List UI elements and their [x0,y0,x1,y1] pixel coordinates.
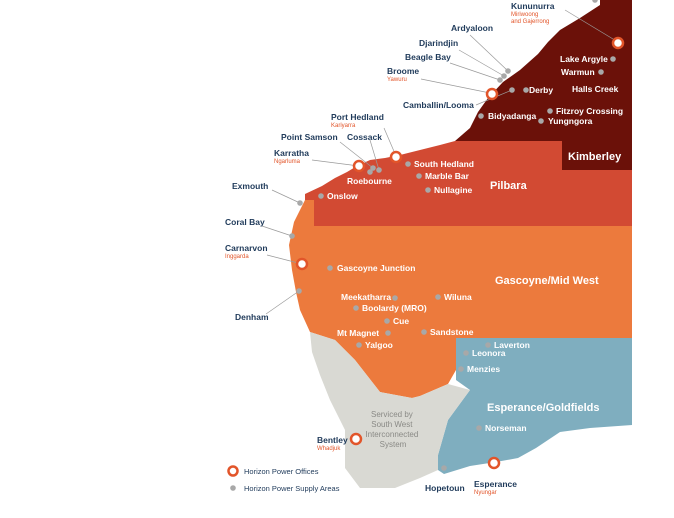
area-south-hedland: South Hedland [414,159,474,169]
area-cossack: Cossack [347,132,382,142]
office-esperance: Esperance [474,479,517,489]
area-marble-bar: Marble Bar [425,171,470,181]
area-coral-bay: Coral Bay [225,217,265,227]
region-name-southwest: Serviced by South West Interconnected Sy… [365,410,420,449]
area-ardyaloon: Ardyaloon [451,23,493,33]
area-mt-magnet: Mt Magnet [337,328,379,338]
office-karratha: Karratha [274,148,309,158]
region-name-kimberley: Kimberley [568,151,622,163]
region-esperance-shape [438,338,632,474]
office-broome: Broome [387,66,419,76]
region-kimberley-shape [455,0,632,170]
area-hopetoun: Hopetoun [425,483,465,493]
legend-office-icon [227,465,239,477]
supply-area-dots [289,0,616,471]
office-bentley-sub: Whadjuk [317,446,341,452]
region-name-pilbara: Pilbara [490,180,528,192]
southwest-line-2: South West [371,420,413,429]
office-carnarvon-sub: Inggarda [225,254,249,260]
area-fitzroy-crossing: Fitzroy Crossing [556,106,623,116]
area-halls-creek: Halls Creek [572,84,619,94]
area-leonora: Leonora [472,348,506,358]
office-port-hedland-sub: Kariyarra [331,123,356,129]
office-esperance-sub: Nyungar [474,490,497,496]
office-bentley: Bentley [317,435,348,445]
area-point-samson: Point Samson [281,132,338,142]
legend: Horizon Power Offices Horizon Power Supp… [227,465,340,493]
region-name-esperance: Esperance/Goldfields [487,402,599,414]
area-onslow: Onslow [327,191,358,201]
area-boolardy: Boolardy (MRO) [362,303,427,313]
southwest-line-1: Serviced by [371,410,413,419]
area-norseman: Norseman [485,423,527,433]
area-derby: Derby [529,85,553,95]
area-beagle-bay: Beagle Bay [405,52,451,62]
southwest-line-4: System [380,440,407,449]
area-meekatharra: Meekatharra [341,292,391,302]
office-karratha-sub: Ngarluma [274,159,301,165]
area-yungngora: Yungngora [548,116,593,126]
office-kununurra-sub-2: and Gajerrong [511,19,549,25]
area-laverton: Laverton [494,340,530,350]
area-sandstone: Sandstone [430,327,474,337]
region-southwest-shape [310,332,470,488]
area-menzies: Menzies [467,364,500,374]
office-markers [295,36,625,470]
area-gascoyne-junction: Gascoyne Junction [337,263,415,273]
office-kununurra-sub-1: Miriwoong [511,12,538,18]
area-lake-argyle: Lake Argyle [560,54,608,64]
area-cue: Cue [393,316,409,326]
legend-areas-label: Horizon Power Supply Areas [244,484,340,493]
legend-area-icon [230,485,236,491]
office-port-hedland: Port Hedland [331,112,384,122]
area-bidyadanga: Bidyadanga [488,111,536,121]
area-nullagine: Nullagine [434,185,473,195]
area-exmouth: Exmouth [232,181,268,191]
area-yalgoo: Yalgoo [365,340,393,350]
region-gascoyne-shape [289,200,632,398]
region-name-gascoyne: Gascoyne/Mid West [495,275,599,287]
area-wiluna: Wiluna [444,292,472,302]
area-denham: Denham [235,312,269,322]
office-kununurra: Kununurra [511,1,555,11]
area-camballin-looma: Camballin/Looma [403,100,474,110]
area-djarindjin: Djarindjin [419,38,458,48]
southwest-line-3: Interconnected [365,430,418,439]
office-broome-sub: Yawuru [387,77,407,83]
area-warmun: Warmun [561,67,595,77]
legend-offices-label: Horizon Power Offices [244,467,319,476]
region-pilbara-shape [305,141,632,226]
office-carnarvon: Carnarvon [225,243,268,253]
area-roebourne: Roebourne [347,176,392,186]
